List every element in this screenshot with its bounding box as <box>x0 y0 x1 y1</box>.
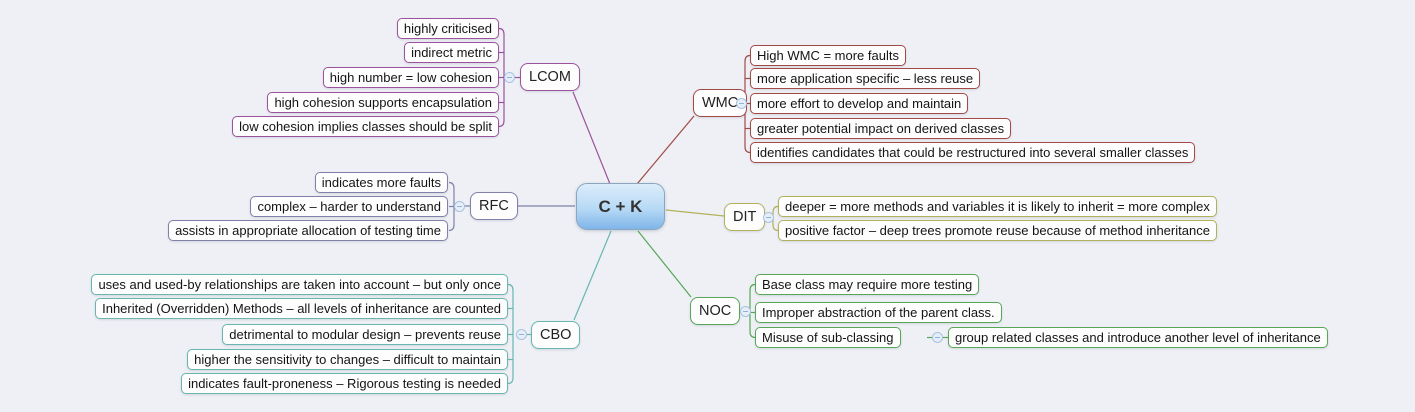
edge-root-noc <box>637 230 692 298</box>
minus-icon <box>456 205 462 207</box>
child-node-cbo-1[interactable]: uses and used-by relationships are taken… <box>91 274 508 295</box>
child-node-lcom-1[interactable]: highly criticised <box>396 18 499 39</box>
minus-icon <box>742 310 748 312</box>
child-node-noc-1[interactable]: Base class may require more testing <box>755 274 980 295</box>
collapse-toggle-noc[interactable] <box>739 305 751 317</box>
collapse-toggle-rfc[interactable] <box>453 200 465 212</box>
edge-root-dit <box>665 209 725 217</box>
collapse-toggle-dit[interactable] <box>762 211 774 223</box>
child-node-rfc-1[interactable]: indicates more faults <box>314 172 448 193</box>
child-node-wmc-2[interactable]: more application specific – less reuse <box>750 68 981 89</box>
child-node-noc-sub-1[interactable]: group related classes and introduce anot… <box>948 327 1328 348</box>
fan-cbo <box>507 283 531 385</box>
collapse-toggle-lcom[interactable] <box>503 72 515 83</box>
child-node-lcom-4[interactable]: high cohesion supports encapsulation <box>267 92 499 113</box>
branch-node-noc[interactable]: NOC <box>690 297 741 325</box>
child-node-cbo-2[interactable]: Inherited (Overridden) Methods – all lev… <box>95 298 508 319</box>
collapse-toggle-noc-sub[interactable] <box>931 332 943 343</box>
child-node-wmc-1[interactable]: High WMC = more faults <box>750 45 906 66</box>
child-node-wmc-4[interactable]: greater potential impact on derived clas… <box>750 118 1012 139</box>
child-node-wmc-5[interactable]: identifies candidates that could be rest… <box>750 142 1196 163</box>
root-node[interactable]: C + K <box>576 183 665 230</box>
minus-icon <box>518 334 524 335</box>
child-node-rfc-2[interactable]: complex – harder to understand <box>250 196 448 217</box>
edge-root-lcom <box>572 91 611 185</box>
edge-root-cbo <box>573 230 612 321</box>
minus-icon <box>738 102 744 104</box>
branch-node-rfc[interactable]: RFC <box>470 192 518 220</box>
child-node-rfc-3[interactable]: assists in appropriate allocation of tes… <box>168 220 448 241</box>
minus-icon <box>765 216 771 218</box>
child-node-noc-2[interactable]: Improper abstraction of the parent class… <box>755 302 1002 323</box>
child-node-dit-1[interactable]: deeper = more methods and variables it i… <box>778 196 1217 217</box>
child-node-cbo-3[interactable]: detrimental to modular design – prevents… <box>222 324 508 345</box>
child-node-dit-2[interactable]: positive factor – deep trees promote reu… <box>778 220 1217 241</box>
child-node-cbo-5[interactable]: indicates fault-proneness – Rigorous tes… <box>181 373 508 394</box>
child-node-wmc-3[interactable]: more effort to develop and maintain <box>750 93 969 114</box>
child-node-lcom-5[interactable]: low cohesion implies classes should be s… <box>232 116 499 137</box>
child-node-lcom-2[interactable]: indirect metric <box>404 42 499 63</box>
branch-node-lcom[interactable]: LCOM <box>520 63 580 91</box>
collapse-toggle-wmc[interactable] <box>735 97 747 109</box>
minus-icon <box>506 77 512 78</box>
branch-node-dit[interactable]: DIT <box>724 203 766 231</box>
branch-node-cbo[interactable]: CBO <box>531 321 581 349</box>
child-node-cbo-4[interactable]: higher the sensitivity to changes – diff… <box>187 349 508 370</box>
child-node-noc-3[interactable]: Misuse of sub-classing <box>755 327 901 348</box>
collapse-toggle-cbo[interactable] <box>515 329 527 340</box>
child-node-lcom-3[interactable]: high number = low cohesion <box>322 67 499 88</box>
minus-icon <box>934 337 940 338</box>
edge-root-wmc <box>636 115 695 185</box>
